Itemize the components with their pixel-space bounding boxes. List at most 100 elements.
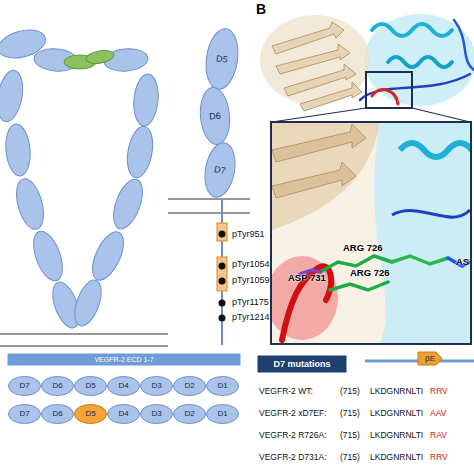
illustration-path <box>360 74 470 100</box>
illustration-line <box>272 108 366 122</box>
sequence-text: LKDGNRNLTI <box>370 453 423 462</box>
ellipse-outline <box>174 377 206 396</box>
ellipse-outline <box>202 27 241 92</box>
construct-name: VEGFR-2 R726A: <box>259 431 327 440</box>
illustration-polygon <box>300 82 362 111</box>
node-text: βE <box>425 355 435 363</box>
panel-letter: B <box>256 2 266 16</box>
domain-ellipse: D6 <box>198 86 233 146</box>
domain-bar: D7 mutations <box>258 356 346 372</box>
illustration-g <box>219 231 226 322</box>
domain-ellipse: D7 <box>8 376 41 396</box>
ellipse-outline <box>108 405 140 424</box>
sequence-text: LKDGNRNLTI <box>370 431 423 440</box>
arrow-outline <box>418 352 442 365</box>
mutated-residues: RAV <box>430 431 447 440</box>
node-text: D4 <box>118 382 128 390</box>
ellipse-outline <box>141 405 173 424</box>
illustration-ellipse <box>132 73 160 127</box>
illustration-ellipse <box>12 176 49 232</box>
domain-ellipse: D7 <box>200 140 239 200</box>
residue-label: ARG 726 <box>350 268 390 278</box>
illustration-path <box>374 123 470 343</box>
domain-ellipse: D6 <box>41 404 74 424</box>
sequence-text: LKDGNRNLTI <box>370 409 423 418</box>
domain-ellipse: D3 <box>140 376 173 396</box>
phospho-site: pTyr1059 <box>232 276 270 285</box>
illustration-path <box>392 210 470 217</box>
strand-marker: βE <box>418 352 442 365</box>
illustration-polygon <box>272 162 356 198</box>
illustration-rect <box>271 122 471 344</box>
ellipse-outline <box>42 377 74 396</box>
illustration-ellipse <box>86 227 130 284</box>
residue-label: AS <box>456 257 469 267</box>
illustration-path <box>372 90 398 104</box>
illustration-ellipse <box>28 227 68 284</box>
node-text: D3 <box>151 382 161 390</box>
phospho-site: pTyr1214 <box>232 313 270 322</box>
domain-ellipse: D4 <box>107 404 140 424</box>
ellipse-outline <box>174 405 206 424</box>
domain-ellipse: D2 <box>173 404 206 424</box>
mutated-residues: RRV <box>430 453 448 462</box>
rect-outline <box>258 356 346 372</box>
ellipse-outline <box>198 86 232 145</box>
node-text: D2 <box>184 382 194 390</box>
illustration-polygon <box>276 44 350 74</box>
node-text: D5 <box>85 410 95 418</box>
node-text: D7 <box>19 410 29 418</box>
construct-name: VEGFR-2 xD7EF: <box>259 409 327 418</box>
node-text: D6 <box>52 382 62 390</box>
illustration-g <box>64 49 115 69</box>
ellipse-outline <box>141 377 173 396</box>
illustration-path <box>400 143 470 157</box>
illustration-g <box>272 22 362 111</box>
illustration-ellipse <box>69 277 106 330</box>
domain-ellipse: D3 <box>140 404 173 424</box>
domain-ellipse: D7 <box>8 404 41 424</box>
ellipse-outline <box>207 405 239 424</box>
illustration-path <box>330 282 388 290</box>
node-text: D7 <box>214 165 227 176</box>
domain-ellipse: D4 <box>107 376 140 396</box>
illustration-g <box>0 25 160 331</box>
mutated-residues: RRV <box>430 387 448 396</box>
domain-ellipse: D1 <box>206 376 239 396</box>
illustration-path <box>282 266 331 340</box>
rect-outline <box>8 354 240 365</box>
ellipse-outline <box>201 140 239 199</box>
construct-name: VEGFR-2 WT: <box>259 387 313 396</box>
illustration-ellipse <box>4 123 32 177</box>
illustration-polygon <box>272 22 344 54</box>
node-text: D5 <box>216 54 229 65</box>
ellipse-outline <box>9 377 41 396</box>
residue-number: (715) <box>340 387 360 396</box>
residue-number: (715) <box>340 409 360 418</box>
illustration-ellipse <box>85 49 115 66</box>
ellipse-outline <box>75 377 107 396</box>
node-text: D3 <box>151 410 161 418</box>
construct-name: VEGFR-2 D731A: <box>259 453 327 462</box>
ellipse-outline <box>75 405 107 424</box>
illustration-circle <box>219 231 226 238</box>
domain-ellipse: D1 <box>206 404 239 424</box>
illustration-g <box>360 20 474 104</box>
illustration-line <box>412 108 470 122</box>
node-text: D1 <box>217 382 227 390</box>
node-text: D7 mutations <box>273 360 330 369</box>
domain-ellipse: D5 <box>74 376 107 396</box>
domain-ellipse: D5 <box>74 404 107 424</box>
illustration-path <box>272 123 380 230</box>
node-text: D6 <box>52 410 62 418</box>
mutated-residues: AAV <box>430 409 446 418</box>
node-text: D7 <box>19 382 29 390</box>
domain-ellipse: D5 <box>202 26 242 92</box>
domain-bar: VEGFR-2 ECD 1-7 <box>8 354 240 365</box>
illustration-g <box>272 124 366 198</box>
residue-label: ASP 731 <box>288 273 326 283</box>
node-text: D4 <box>118 410 128 418</box>
ellipse-outline <box>108 377 140 396</box>
illustration-path <box>448 258 470 266</box>
illustration-line <box>0 334 168 335</box>
